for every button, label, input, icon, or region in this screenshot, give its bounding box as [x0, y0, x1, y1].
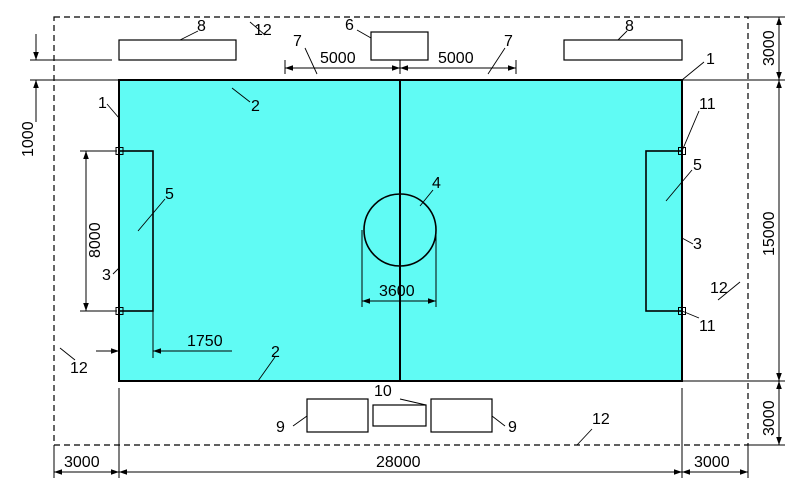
label-1-top-right: 1	[706, 51, 715, 68]
label-3-right: 3	[693, 236, 702, 253]
label-1-left: 1	[98, 95, 107, 112]
dimension-3000-right-bottom: 3000	[761, 400, 778, 436]
label-8-left: 8	[197, 18, 206, 35]
label-3-left: 3	[102, 267, 111, 284]
dimension-3000-right-top: 3000	[761, 30, 778, 66]
outer-dashed-boundary	[53, 16, 749, 446]
box-8-left	[118, 39, 237, 61]
dimension-lines	[33, 17, 782, 475]
label-11-bottom: 11	[699, 318, 716, 335]
penalty-area-right	[645, 150, 683, 312]
label-2-bottom: 2	[271, 344, 280, 361]
label-9-left: 9	[276, 419, 285, 436]
label-6: 6	[345, 17, 354, 34]
label-12-right: 12	[710, 280, 728, 297]
box-8-right	[563, 39, 683, 61]
dimension-15000: 15000	[761, 211, 778, 256]
label-4: 4	[432, 175, 441, 192]
box-9-left	[306, 398, 369, 433]
dimension-8000: 8000	[87, 222, 104, 258]
label-2-top: 2	[251, 98, 260, 115]
box-9-right	[430, 398, 493, 433]
label-9-right: 9	[508, 419, 517, 436]
dimension-5000-right: 5000	[438, 50, 474, 67]
label-10: 10	[374, 383, 392, 400]
dimension-3000-bottom-right: 3000	[694, 454, 730, 471]
label-7-right: 7	[504, 33, 513, 50]
label-5-right: 5	[693, 157, 702, 174]
dimension-3600: 3600	[379, 283, 415, 300]
leader-lines	[59, 21, 741, 446]
label-12-bottom: 12	[592, 411, 610, 428]
label-7-left: 7	[293, 33, 302, 50]
box-6	[370, 31, 429, 61]
label-12-left: 12	[70, 360, 88, 377]
dimension-28000: 28000	[376, 454, 421, 471]
goal-post-right-top	[678, 147, 686, 155]
dimension-3000-bottom-left: 3000	[64, 454, 100, 471]
label-5-left: 5	[165, 186, 174, 203]
label-12-top: 12	[254, 22, 272, 39]
goal-post-right-bottom	[678, 307, 686, 315]
dimension-5000-left: 5000	[320, 50, 356, 67]
label-11-top: 11	[699, 96, 716, 113]
dimension-1000: 1000	[20, 121, 37, 157]
label-8-right: 8	[625, 18, 634, 35]
penalty-area-left	[118, 150, 154, 312]
dimension-1750: 1750	[187, 333, 223, 350]
box-10	[372, 404, 427, 427]
